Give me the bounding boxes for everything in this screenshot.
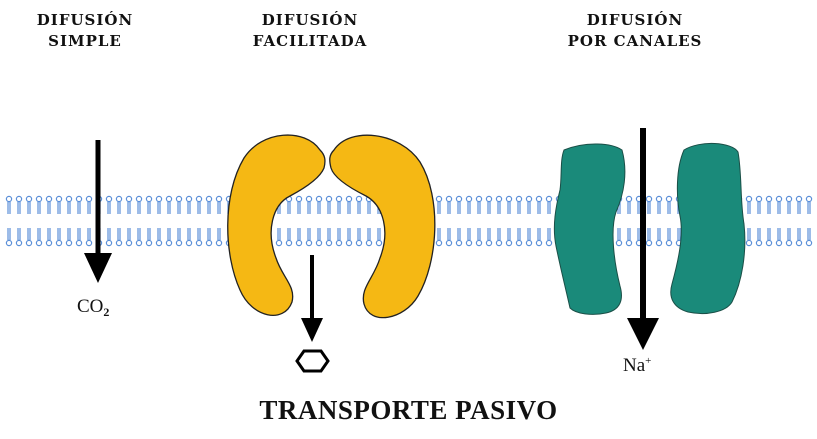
channel-protein-right <box>671 143 745 313</box>
sodium-base: Na <box>623 355 645 376</box>
co2-subscript: 2 <box>103 305 109 319</box>
main-title: TRANSPORTE PASIVO <box>0 395 817 426</box>
hexagon-glucose-icon <box>297 351 328 371</box>
sodium-charge: + <box>645 355 651 367</box>
sodium-ion-label: Na+ <box>623 355 651 377</box>
facilitated-diffusion-arrow <box>301 255 323 342</box>
co2-base: CO <box>77 296 103 317</box>
co2-label: CO2 <box>77 296 109 320</box>
